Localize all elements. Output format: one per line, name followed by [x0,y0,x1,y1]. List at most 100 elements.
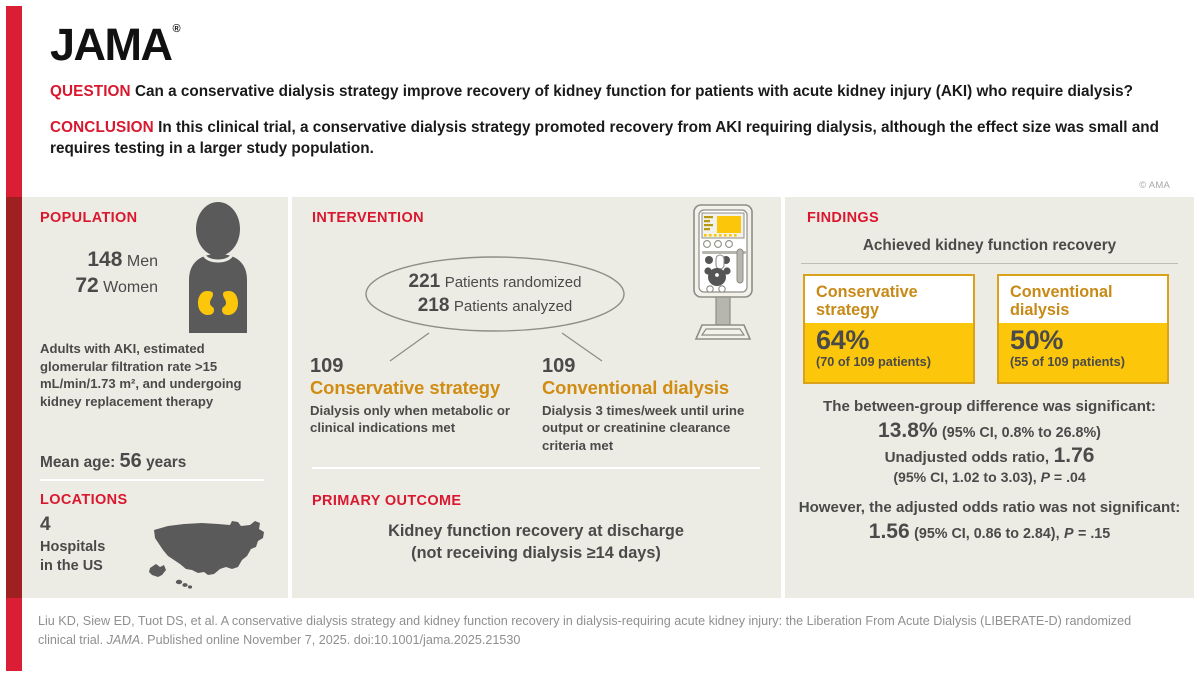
unadjusted-p-value: = .04 [1053,469,1086,486]
findings-statistics: The between-group difference was signifi… [793,397,1186,545]
arm-conservative-name: Conservative strategy [310,377,501,398]
panel-band: POPULATION 148 Men 72 Women Adults [22,197,1194,598]
dialysis-machine-icon [693,204,753,340]
result-box-conservative-fill: 64% (70 of 109 patients) [805,323,973,382]
header: JAMA® QUESTION Can a conservative dialys… [22,6,1194,197]
locations-label-line2: in the US [40,557,103,574]
footer: Liu KD, Siew ED, Tuot DS, et al. A conse… [22,598,1194,671]
between-group-difference-ci: (95% CI, 0.8% to 26.8%) [942,424,1101,441]
patients-randomized-number: 221 [408,271,441,292]
unadjusted-odds-ratio-ci-row: (95% CI, 1.02 to 3.03), P = .04 [793,468,1186,487]
citation: Liu KD, Siew ED, Tuot DS, et al. A conse… [38,612,1164,650]
arm-conventional-description: Dialysis 3 times/week until urine output… [542,402,745,453]
findings-rule [801,263,1178,264]
conclusion-block: CONCLUSION In this clinical trial, a con… [50,117,1172,160]
question-text: Can a conservative dialysis strategy imp… [134,83,1133,100]
locations-label-line1: Hospitals [40,538,106,555]
unadjusted-odds-ratio-row: Unadjusted odds ratio, 1.76 [793,444,1186,468]
mean-age-value: 56 [119,450,142,472]
unadjusted-p-symbol: P [1040,469,1050,486]
patients-analyzed-label: Patients analyzed [453,298,573,316]
arm-conservative-count: 109 [310,355,344,377]
mean-age-unit: years [146,454,187,471]
findings-title: FINDINGS [807,210,880,226]
patients-randomized-label: Patients randomized [444,274,582,291]
adjusted-p-value: = .15 [1078,525,1111,542]
intervention-arm-conservative: 109 Conservative strategy Dialysis only … [310,355,528,437]
citation-part-1: Liu KD, Siew ED, Tuot DS, et al. A conse… [38,614,1132,648]
result-box-conventional-label: Conventional dialysis [1010,283,1113,320]
left-accent-bar-top [6,6,22,197]
jama-logo: JAMA® [50,19,181,70]
result-box-conservative-label: Conservative strategy [816,283,918,320]
between-group-lead: The between-group difference was signifi… [823,398,1156,415]
arm-conventional-name: Conventional dialysis [542,377,729,398]
population-mean-age: Mean age: 56 years [40,450,186,473]
jama-logo-text: JAMA [50,19,173,70]
men-label: Men [126,253,158,270]
primary-outcome-line2: (not receiving dialysis ≥14 days) [411,543,661,562]
population-count-men: 148 Men [30,247,158,273]
registered-trademark-icon: ® [172,23,181,35]
result-box-conventional-fill: 50% (55 of 109 patients) [999,323,1167,382]
randomization-connector-lines [389,332,603,362]
unadjusted-odds-ratio-value: 1.76 [1053,444,1095,468]
randomization-oval-shape [365,256,625,332]
intervention-panel: INTERVENTION 221 Patients randomized 218… [292,197,781,598]
women-label: Women [103,279,158,297]
intervention-title: INTERVENTION [312,210,424,226]
person-with-kidneys-icon [189,202,247,333]
left-accent-bar-bottom [6,598,22,671]
intervention-arm-conventional: 109 Conventional dialysis Dialysis 3 tim… [542,355,764,454]
between-group-difference-row: 13.8% (95% CI, 0.8% to 26.8%) [793,417,1186,445]
result-box-conventional-denominator: (55 of 109 patients) [1010,355,1125,370]
intervention-divider [312,467,760,469]
randomization-counts: 221 Patients randomized 218 Patients ana… [364,270,626,319]
statistics-spacer [793,487,1186,498]
population-count-women: 72 Women [30,273,158,299]
result-box-conservative-denominator: (70 of 109 patients) [816,355,931,370]
patients-analyzed-row: 218 Patients analyzed [364,294,626,318]
findings-subtitle: Achieved kidney function recovery [862,237,1117,254]
unadjusted-odds-ratio-ci: (95% CI, 1.02 to 3.03), [893,469,1037,486]
copyright-notice: © AMA [1139,180,1170,191]
locations-count: 4 [40,514,51,535]
conclusion-label: CONCLUSION [50,118,154,136]
primary-outcome-title: PRIMARY OUTCOME [312,493,462,509]
arm-conventional-count: 109 [542,355,576,377]
result-box-conventional: Conventional dialysis 50% (55 of 109 pat… [997,274,1169,384]
adjusted-odds-ratio-ci: (95% CI, 0.86 to 2.84), [914,525,1060,542]
population-description: Adults with AKI, estimated glomerular fi… [40,341,242,409]
adjusted-odds-ratio-value: 1.56 [868,519,910,543]
women-number: 72 [75,274,99,298]
result-box-conservative-percent: 64% [816,325,870,355]
question-block: QUESTION Can a conservative dialysis str… [50,81,1172,103]
us-map-icon [149,521,264,589]
adjusted-odds-ratio-lead: However, the adjusted odds ratio was not… [798,498,1181,516]
population-title: POPULATION [40,210,138,226]
locations-text: 4 Hospitals in the US [40,513,105,575]
result-box-conservative: Conservative strategy 64% (70 of 109 pat… [803,274,975,384]
citation-journal: JAMA [106,633,141,648]
locations-title: LOCATIONS [40,492,128,508]
mean-age-label: Mean age: [40,454,116,471]
between-group-difference-value: 13.8% [878,418,938,442]
patients-analyzed-number: 218 [417,295,450,317]
adjusted-odds-ratio-row: 1.56 (95% CI, 0.86 to 2.84), P = .15 [793,518,1186,546]
primary-outcome-line1: Kidney function recovery at discharge [388,522,684,540]
patients-randomized-row: 221 Patients randomized [364,270,626,294]
adjusted-p-symbol: P [1064,525,1074,542]
primary-outcome-text: Kidney function recovery at discharge (n… [312,521,760,564]
conclusion-text: In this clinical trial, a conservative d… [50,118,1159,158]
left-accent-bar-middle [6,197,22,598]
unadjusted-odds-ratio-label: Unadjusted odds ratio, [884,449,1050,467]
population-panel: POPULATION 148 Men 72 Women Adults [22,197,288,598]
result-box-conventional-percent: 50% [1010,325,1064,355]
arm-conservative-description: Dialysis only when metabolic or clinical… [310,402,511,436]
findings-panel: FINDINGS Achieved kidney function recove… [785,197,1194,598]
question-label: QUESTION [50,83,131,100]
citation-part-2: . Published online November 7, 2025. doi… [140,633,521,648]
men-number: 148 [87,248,123,271]
population-divider [40,479,264,481]
